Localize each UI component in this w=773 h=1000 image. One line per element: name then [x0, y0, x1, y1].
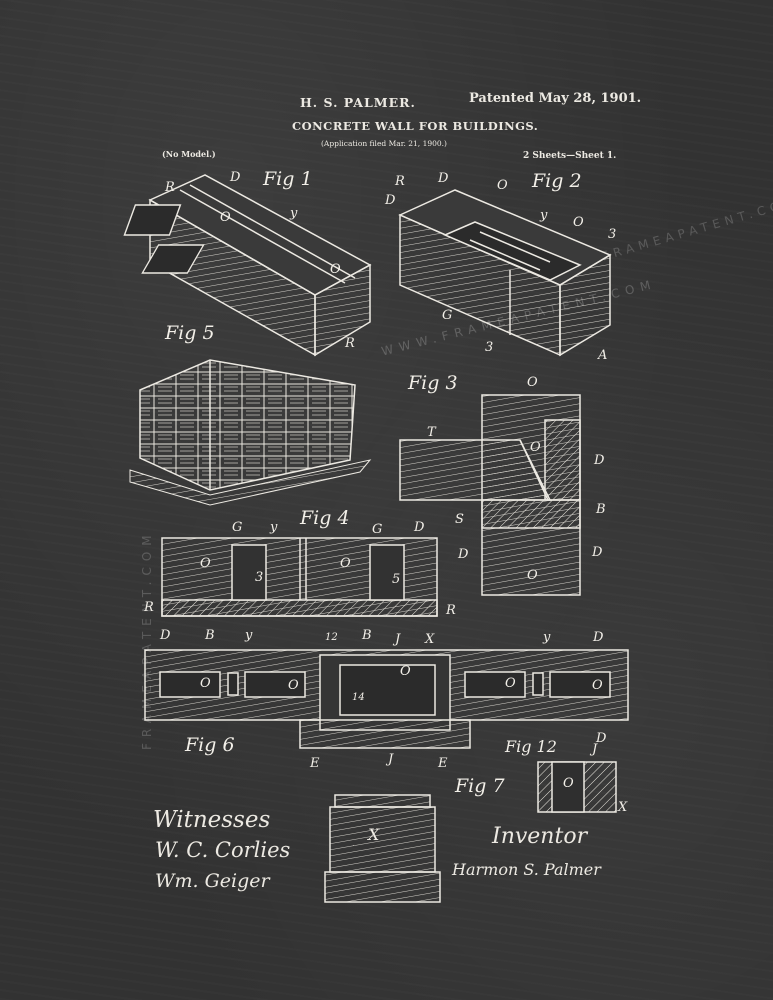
inventor-signature: Harmon S. Palmer [452, 860, 601, 879]
witnesses-title: Witnesses [153, 807, 271, 833]
ref-label: R [395, 174, 405, 189]
ref-label: O [200, 556, 211, 571]
fig3-drawing [399, 394, 581, 596]
ref-label: R [345, 336, 355, 351]
ref-label: R [446, 603, 456, 618]
ref-label: X [368, 825, 380, 844]
ref-label: O [220, 210, 231, 225]
ref-label: D [594, 453, 605, 468]
ref-label: y [543, 630, 551, 645]
fig4-drawing [161, 537, 438, 617]
ref-label: O [563, 776, 574, 791]
ref-label: R [144, 600, 154, 615]
ref-label: R [165, 180, 175, 195]
fig12-drawing [537, 761, 617, 813]
ref-label: 12 [325, 632, 338, 643]
ref-label: O [200, 676, 211, 691]
ref-label: G [232, 520, 243, 535]
inventor-name: H. S. PALMER. [300, 95, 416, 110]
ref-label: X [425, 632, 435, 647]
application-filed: (Application filed Mar. 21, 1900.) [321, 139, 447, 148]
ref-label: T [427, 425, 436, 440]
ref-label: S [455, 512, 464, 527]
fig6-caption: Fig 6 [185, 734, 235, 756]
ref-label: 5 [392, 572, 401, 587]
ref-label: O [530, 440, 541, 455]
ref-label: y [270, 520, 278, 535]
ref-label: O [497, 178, 508, 193]
witness-signature: Wm. Geiger [155, 870, 270, 892]
fig6-drawing [144, 649, 629, 749]
ref-label: O [592, 678, 603, 693]
ref-label: y [290, 206, 298, 221]
ref-label: 14 [352, 692, 365, 703]
patent-title: CONCRETE WALL FOR BUILDINGS. [292, 119, 539, 133]
ref-label: D [414, 520, 425, 535]
fig2-drawing [398, 189, 612, 357]
ref-label: G [442, 308, 453, 323]
ref-label: D [593, 630, 604, 645]
ref-label: O [505, 676, 516, 691]
ref-label: D [592, 545, 603, 560]
fig7-drawing [324, 794, 441, 903]
witness-signature: W. C. Corlies [155, 838, 291, 862]
ref-label: D [458, 547, 469, 562]
fig12-caption: Fig 12 [505, 737, 557, 756]
ref-label: y [540, 208, 548, 223]
ref-label: J [388, 752, 394, 767]
ref-label: E [438, 756, 448, 771]
ref-label: D [230, 170, 241, 185]
fig5-drawing [129, 359, 372, 506]
ref-label: J [592, 742, 598, 757]
ref-label: J [395, 632, 401, 647]
ref-label: G [372, 522, 383, 537]
ref-label: O [330, 262, 341, 277]
ref-label: X [618, 800, 628, 815]
ref-label: 3 [485, 340, 494, 355]
ref-label: O [527, 375, 538, 390]
ref-label: D [160, 628, 171, 643]
fig5-caption: Fig 5 [165, 322, 215, 344]
sheet-info: 2 Sheets—Sheet 1. [523, 151, 617, 161]
ref-label: 3 [608, 227, 617, 242]
ref-label: D [596, 731, 607, 746]
patent-date: Patented May 28, 1901. [469, 91, 642, 106]
ref-label: D [438, 171, 449, 186]
fig3-caption: Fig 3 [408, 372, 458, 394]
inventor-title: Inventor [492, 824, 588, 849]
ref-label: O [573, 215, 584, 230]
ref-label: D [385, 193, 396, 208]
ref-label: B [205, 628, 215, 643]
ref-label: 3 [255, 570, 264, 585]
no-model-note: (No Model.) [162, 149, 216, 159]
ref-label: A [598, 348, 608, 363]
ref-label: y [245, 628, 253, 643]
fig7-caption: Fig 7 [455, 775, 505, 797]
ref-label: B [596, 502, 606, 517]
fig1-drawing [123, 174, 372, 357]
fig1-caption: Fig 1 [263, 168, 313, 190]
ref-label: O [340, 556, 351, 571]
ref-label: O [400, 664, 411, 679]
fig2-caption: Fig 2 [532, 170, 582, 192]
ref-label: B [362, 628, 372, 643]
ref-label: O [288, 678, 299, 693]
fig4-caption: Fig 4 [300, 507, 350, 529]
ref-label: E [310, 756, 320, 771]
ref-label: O [527, 568, 538, 583]
